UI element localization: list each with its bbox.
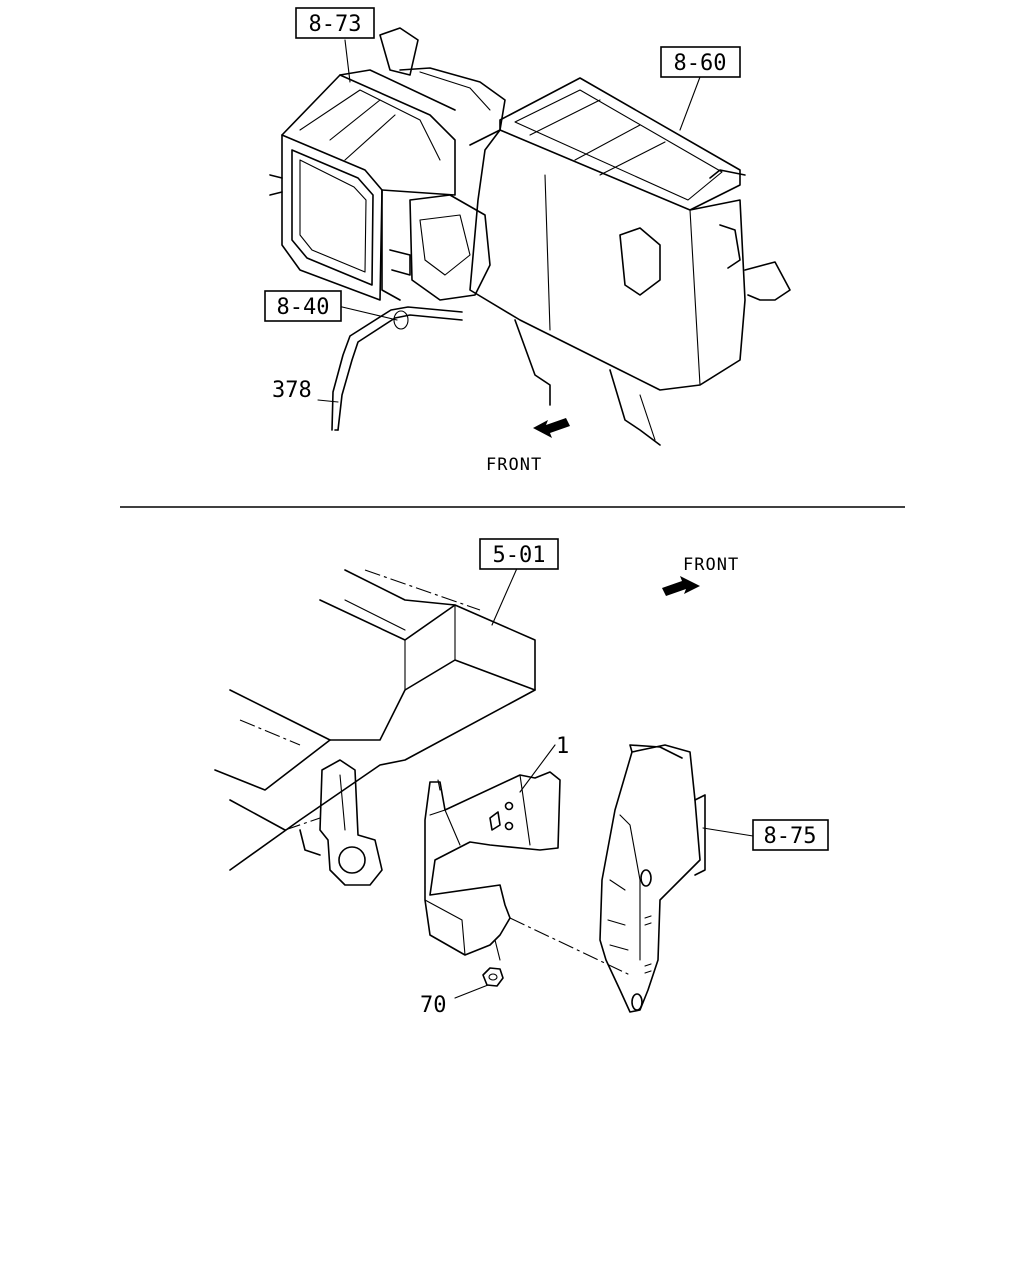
callout-box-8-60 xyxy=(660,46,741,78)
top-view: 8-73 8-60 8-40 378 FRONT xyxy=(264,7,791,475)
front-label-top: FRONT xyxy=(486,455,542,475)
part-number-1: 1 xyxy=(556,734,569,759)
part-number-70: 70 xyxy=(420,993,447,1018)
blower-unit-drawing xyxy=(469,77,791,446)
duct-joiner-drawing xyxy=(409,194,491,301)
callout-frame: 5-01 xyxy=(493,543,546,568)
front-arrow-icon xyxy=(662,576,700,596)
callout-heater-unit: 8-73 xyxy=(309,12,362,37)
bracket-drawing xyxy=(424,771,561,956)
frame-bracket-drawing xyxy=(299,759,383,886)
drain-hose-drawing xyxy=(331,306,463,431)
front-label-bottom: FRONT xyxy=(683,555,739,575)
heater-unit-drawing xyxy=(269,27,506,301)
frame-drawing xyxy=(214,569,536,871)
bottom-view: 5-01 1 8-75 70 FRONT xyxy=(214,538,829,1018)
callout-control-unit: 8-75 xyxy=(764,824,817,849)
callout-drain-hose: 8-40 xyxy=(277,295,330,320)
callout-box-8-75 xyxy=(752,819,829,851)
callout-box-8-73 xyxy=(295,7,375,39)
front-arrow-icon xyxy=(533,418,570,438)
control-unit-drawing xyxy=(599,744,706,1013)
part-number-378: 378 xyxy=(272,378,312,403)
callout-box-8-40 xyxy=(264,290,342,322)
callout-blower-unit: 8-60 xyxy=(674,51,727,76)
callout-box-5-01 xyxy=(479,538,559,570)
